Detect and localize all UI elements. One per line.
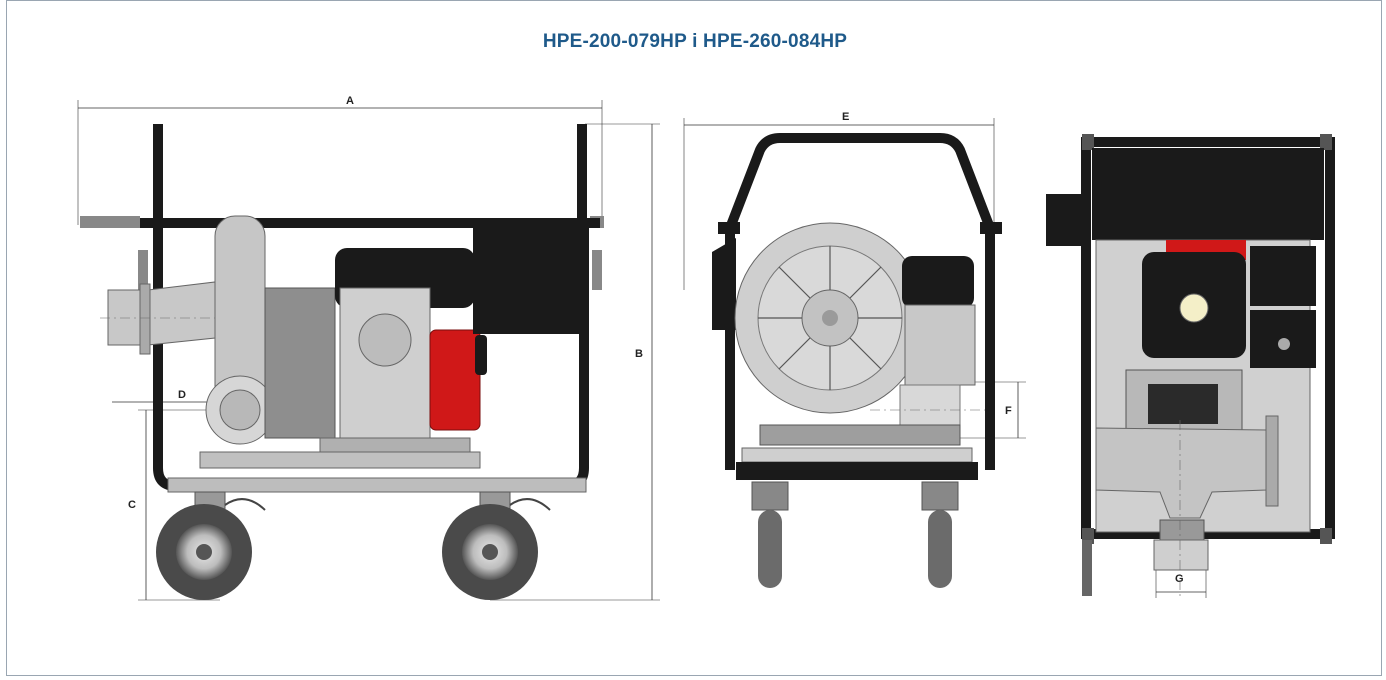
dimension-c: C <box>128 409 220 601</box>
dimension-a: A <box>77 95 603 225</box>
top-view: G <box>1046 134 1335 600</box>
front-view: E F <box>683 111 1026 588</box>
dimension-f-label: F <box>1005 405 1012 417</box>
dimension-g-label: G <box>1175 573 1184 585</box>
dimension-b-label: B <box>635 348 643 360</box>
dimension-b: B <box>490 123 660 601</box>
side-view: A B C D <box>77 95 660 601</box>
dimension-d-label: D <box>178 389 186 401</box>
diagram-title: HPE-200-079HP i HPE-260-084HP <box>542 31 848 52</box>
dimension-a-label: A <box>346 95 354 107</box>
dimension-e-label: E <box>842 111 849 123</box>
dimension-c-label: C <box>128 499 136 511</box>
dimension-e: E <box>683 111 995 290</box>
